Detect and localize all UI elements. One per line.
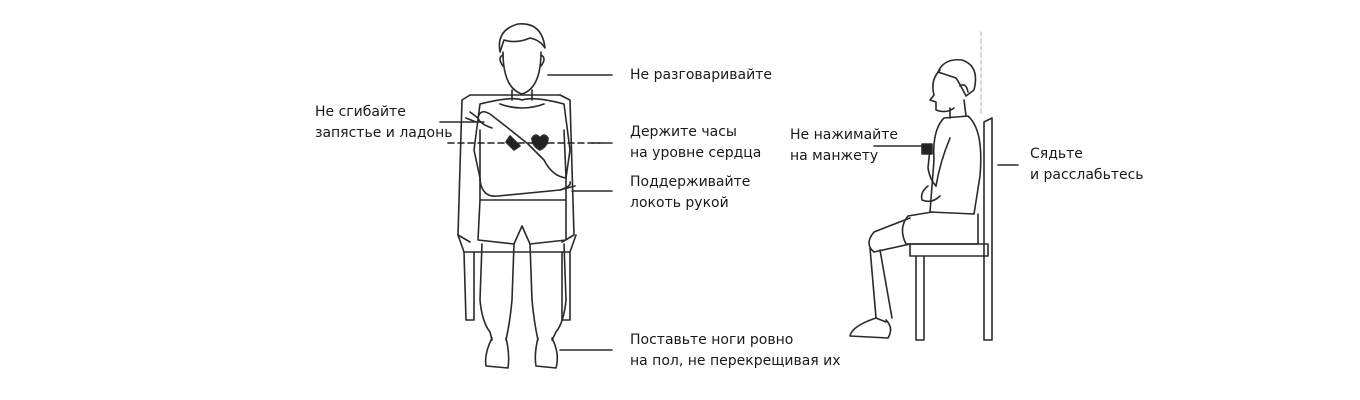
chair-seat-front [457,234,577,253]
arm-support [479,129,572,197]
cuff-side [921,143,933,155]
side-view-figure [849,58,993,341]
label-no-talking: Не разговаривайте [630,67,772,83]
front-view-figure [457,23,577,369]
forearm-side [927,147,937,187]
arm-raised [477,110,567,179]
torso-side [929,115,982,215]
chair-back-front [457,94,471,243]
label-no-press-cuff: Не нажимайте на манжету [790,127,899,164]
head-side [929,69,955,113]
foot-right-front [534,337,559,369]
chair-leg-left [463,251,475,321]
leg-left-front [479,243,493,341]
chair-seat-side [909,243,989,257]
chair-leg-right [561,251,571,321]
head-front [502,51,542,95]
leg-right-front [529,243,539,341]
shorts-side [901,211,979,245]
foot-side [849,317,892,339]
foot-left-front [484,337,510,369]
hair-side [937,58,977,97]
hair-front [498,23,546,53]
chair-leg-front-side [915,255,925,341]
label-sit-relax: Сядьте и расслабьтесь [1030,146,1144,183]
label-no-bend-wrist: Не сгибайте запястье и ладонь [315,104,453,141]
shin-side [869,247,887,323]
label-watch-heart-level: Держите часы на уровне сердца [630,124,762,161]
chair-back-side [983,117,993,341]
label-support-elbow: Поддерживайте локоть рукой [630,174,751,211]
label-feet-flat: Поставьте ноги ровно на пол, не перекрещ… [630,332,841,369]
shorts-front [477,199,567,245]
